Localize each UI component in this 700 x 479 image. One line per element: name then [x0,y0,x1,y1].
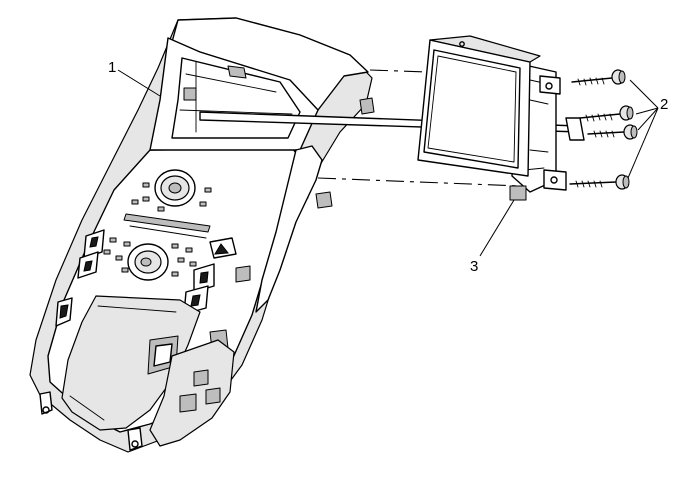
rear-module-connector-3 [205,387,221,405]
callout-label-3: 3 [470,258,479,275]
display-screen-inner [427,55,517,163]
leader-2a [629,79,659,109]
callout-label-2: 2 [660,96,669,113]
cd-slot [123,213,211,233]
align-line-bottom [317,177,521,187]
rear-side-bracket [255,145,323,313]
display-top-edge [429,35,541,63]
upper-ear-hole [545,82,553,90]
screw-3 [587,124,638,140]
lower-ear-hole [550,176,558,184]
display-module [417,35,567,201]
lower-console-opening [61,295,201,431]
leader-2b [635,107,659,115]
leader-2c [637,107,659,131]
screw-4 [569,174,630,190]
right-mounting-tab-3 [315,191,333,209]
display-rear-bracket-detail [523,79,549,171]
bottom-left-clip-hole [42,406,50,414]
lower-console-inner-edge [69,305,177,421]
lower-rotary-knob [127,243,169,281]
center-trim-bezel [29,17,375,453]
screws [569,69,638,190]
upper-rotary-knob [154,169,196,207]
display-bracket-upper-ear [539,75,561,95]
bottom-right-clip-hole [131,440,139,448]
display-top-screw-hole [459,41,465,47]
screw-2 [579,105,634,122]
rear-module-connector-1 [193,369,209,387]
rear-module-housing [149,339,235,447]
screw-1 [571,69,626,86]
opening-clip-2 [183,87,197,101]
alignment-lines [317,69,521,187]
opening-clip [227,65,247,79]
button-dot-grid [103,237,197,277]
right-mounting-tab-4 [235,265,251,283]
callout-label-1: 1 [108,59,117,76]
leader-2d [627,107,659,179]
leader-1 [117,69,161,97]
leader-lines [117,69,659,257]
cd-slot-line [129,225,207,239]
upper-button-dots [131,182,212,212]
display-screen [423,49,521,169]
display-bracket-lower-ear [543,169,567,191]
hazard-triangle-icon [214,243,229,255]
leader-3 [479,199,515,257]
bezel-left-accent-inner [153,343,173,367]
bottom-left-clip [39,391,53,415]
align-line-top [369,69,429,73]
rear-module-connector-2 [179,393,197,413]
display-bottom-connector [509,185,527,201]
left-heated-seat-buttons [77,229,105,279]
right-mounting-tab-1 [359,97,375,115]
left-side-switch-icon [59,304,69,319]
